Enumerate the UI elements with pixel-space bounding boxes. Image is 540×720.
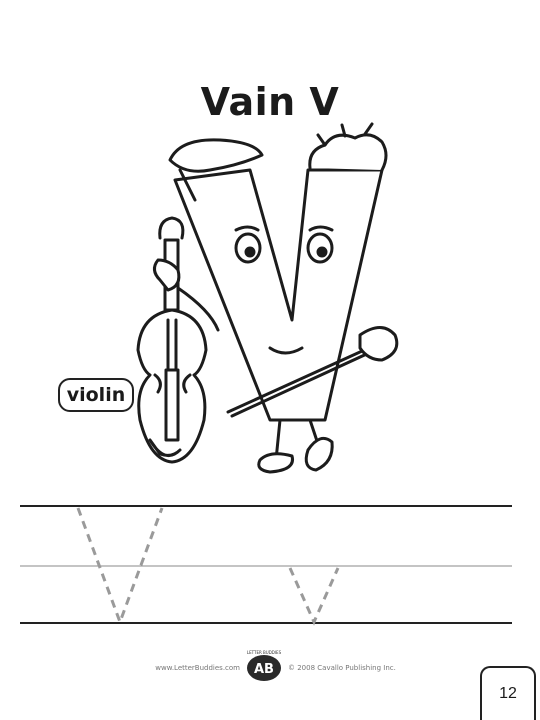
hair-icon [308, 133, 388, 172]
violin-icon [136, 216, 208, 464]
logo-arc-text: LETTER BUDDIES [247, 650, 282, 655]
letter-v-body [173, 168, 384, 422]
page-footer: www.LetterBuddies.com AB LETTER BUDDIES … [0, 648, 540, 688]
word-label-violin: violin [58, 378, 134, 412]
smile-icon [268, 346, 304, 355]
footer-copyright: © 2008 Cavallo Publishing Inc. [288, 664, 396, 672]
shoe-right-icon [304, 436, 334, 472]
traceable-lowercase-v [288, 567, 340, 626]
shoe-left-icon [257, 452, 295, 474]
traceable-capital-v [76, 507, 164, 627]
letter-v-violin-illustration [136, 122, 399, 474]
page-title: Vain V [200, 80, 340, 124]
page-number: 12 [480, 666, 536, 720]
violin-bow-icon [226, 340, 384, 414]
letter-buddies-logo: AB LETTER BUDDIES [247, 650, 282, 681]
handwriting-practice-lines [20, 505, 512, 627]
footer-website: www.LetterBuddies.com [155, 664, 240, 672]
logo-text: AB [254, 662, 274, 677]
cap-icon [168, 138, 264, 173]
